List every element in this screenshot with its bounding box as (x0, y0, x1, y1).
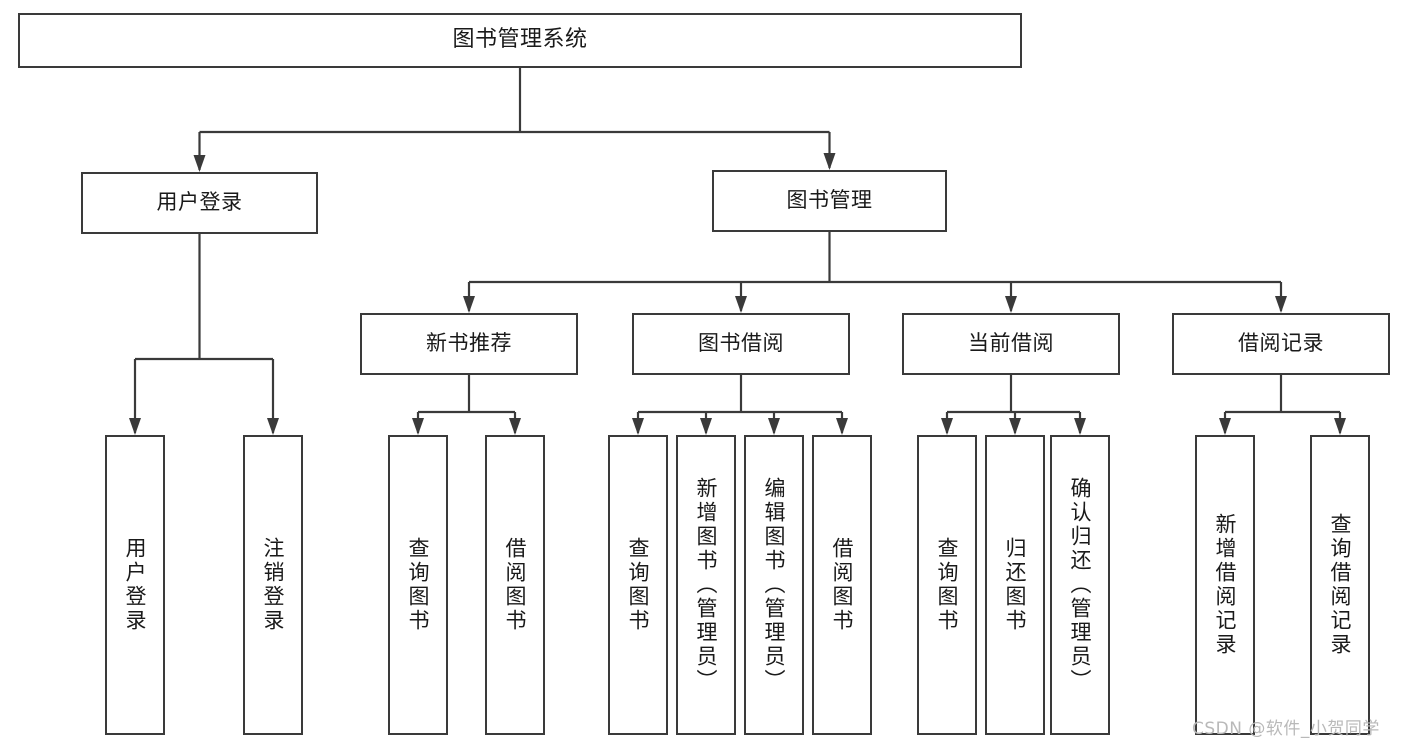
node-l-addrec[interactable]: 新增借阅记录 (1195, 435, 1255, 735)
node-l-addbook[interactable]: 新增图书（管理员） (676, 435, 736, 735)
node-bookmgmt[interactable]: 图书管理 (712, 170, 947, 232)
node-l-query2[interactable]: 查询图书 (608, 435, 668, 735)
node-label: 确认归还（管理员） (1068, 477, 1093, 693)
node-current[interactable]: 当前借阅 (902, 313, 1120, 375)
node-label: 新增图书（管理员） (694, 477, 719, 693)
node-root[interactable]: 图书管理系统 (18, 13, 1022, 68)
node-label: 新增借阅记录 (1213, 513, 1238, 657)
node-label: 查询图书 (626, 537, 651, 633)
node-borrow[interactable]: 图书借阅 (632, 313, 850, 375)
node-label: 借阅记录 (1238, 331, 1324, 356)
node-l-queryrec[interactable]: 查询借阅记录 (1310, 435, 1370, 735)
node-label: 新书推荐 (426, 331, 512, 356)
node-label: 用户登录 (123, 537, 148, 633)
node-l-editbook[interactable]: 编辑图书（管理员） (744, 435, 804, 735)
node-l-query1[interactable]: 查询图书 (388, 435, 448, 735)
node-label: 归还图书 (1003, 537, 1028, 633)
node-l-logout[interactable]: 注销登录 (243, 435, 303, 735)
node-label: 用户登录 (156, 190, 243, 215)
node-l-return[interactable]: 归还图书 (985, 435, 1045, 735)
node-label: 注销登录 (261, 537, 286, 633)
node-l-confirm[interactable]: 确认归还（管理员） (1050, 435, 1110, 735)
node-records[interactable]: 借阅记录 (1172, 313, 1390, 375)
node-label: 图书管理 (786, 188, 873, 213)
node-newbook[interactable]: 新书推荐 (360, 313, 578, 375)
node-label: 当前借阅 (968, 331, 1054, 356)
node-l-borrow2[interactable]: 借阅图书 (812, 435, 872, 735)
node-l-borrow1[interactable]: 借阅图书 (485, 435, 545, 735)
node-login[interactable]: 用户登录 (81, 172, 318, 234)
node-label: 查询图书 (406, 537, 431, 633)
node-label: 借阅图书 (830, 537, 855, 633)
node-l-query3[interactable]: 查询图书 (917, 435, 977, 735)
node-label: 编辑图书（管理员） (762, 477, 787, 693)
node-label: 图书管理系统 (452, 27, 588, 53)
node-l-userlogin[interactable]: 用户登录 (105, 435, 165, 735)
node-label: 查询图书 (935, 537, 960, 633)
node-label: 查询借阅记录 (1328, 513, 1353, 657)
node-label: 图书借阅 (698, 331, 784, 356)
node-label: 借阅图书 (503, 537, 528, 633)
